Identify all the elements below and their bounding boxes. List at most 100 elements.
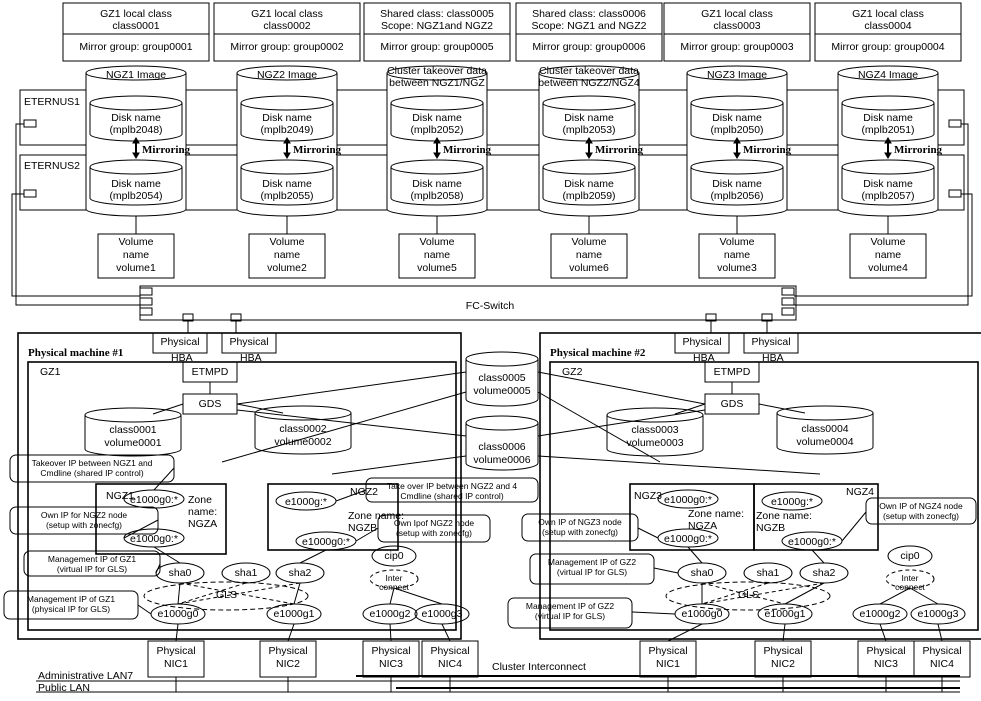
hba-sub-pm1-1: HBA	[240, 352, 262, 364]
sha-label-pm2-2: sha2	[812, 567, 836, 579]
disk2-0-top	[89, 159, 183, 175]
disk1-name-5: Disk name	[863, 112, 913, 124]
mirroring-label-5: Mirroring	[894, 144, 943, 156]
fc-path-r1	[794, 123, 969, 306]
hba-sub-pm1-0: HBA	[171, 352, 193, 364]
nic-label-pm1-2: e1000g2	[369, 608, 411, 620]
phys-nic-a-pm1-0: Physical	[156, 645, 196, 657]
zone-b-nic-a-label-pm1: e1000g:*	[284, 496, 328, 508]
class-id-3: Scope: NGZ1 and NGZ2	[531, 20, 647, 32]
callout-pm2-2-l2: (virtual IP for GLS)	[534, 611, 606, 621]
image-cylinder-4-top	[686, 65, 788, 81]
gz-label-pm2: GZ2	[562, 366, 583, 378]
volume-title-2: Volume	[419, 236, 455, 248]
volume-name-4: volume3	[717, 262, 757, 274]
zone-a-nic-b-label-pm1: e1000g0:*	[130, 533, 178, 545]
shared0-ngz1-link	[221, 391, 467, 463]
storage-port-0	[23, 119, 37, 128]
class-id-2: Scope: NGZ1and NGZ2	[380, 20, 494, 32]
etmpd-label-pm2: ETMPD	[713, 366, 751, 378]
sha1-nic0-pm1	[177, 582, 247, 605]
callout-pm1-3-l2: (physical IP for GLS)	[31, 604, 111, 614]
shared-cyl-1-top	[465, 415, 539, 431]
callout-pm1-1-l1: Own IP for NGZ2 node	[40, 510, 128, 520]
cip-pm2	[887, 545, 933, 567]
volume-title-4: Volume	[719, 236, 755, 248]
disk2-name-3: Disk name	[564, 178, 614, 190]
callout-pm2-3	[865, 497, 977, 525]
disk2-1	[240, 167, 334, 206]
local-cyl-class-pm1-1: class0002	[279, 423, 327, 435]
cip-pm1	[371, 545, 417, 567]
cip-nic2-pm2	[879, 587, 911, 605]
volume-box-0	[97, 233, 175, 279]
class-id-4: class0003	[713, 20, 761, 32]
disk1-id-3: (mplb2053)	[562, 124, 616, 136]
mirroring-label-0: Mirroring	[142, 144, 191, 156]
image-label-5: NGZ4 Image	[857, 69, 919, 81]
callout-pm2-2-l1: Management IP of GZ2	[525, 601, 615, 611]
callout-pm2-2-link	[631, 611, 676, 615]
zone-b-name-pm2-0: Zone name:	[756, 510, 813, 522]
volume-name-label-0: name	[122, 249, 150, 261]
zone-a-ngz-pm1: NGZ1	[106, 490, 135, 502]
disk2-id-1: (mplb2055)	[260, 190, 314, 202]
shared1-ngz2-link	[331, 455, 467, 475]
nic-phys-link-pm1-3	[441, 623, 451, 642]
local-cyl-vol-pm1-0: volume0001	[104, 437, 162, 449]
cip-nic3-pm1	[393, 587, 443, 605]
class-box-5	[814, 2, 962, 62]
local-cyl-pm1-0-top	[84, 407, 182, 423]
interconnect-label-b-pm1: connect	[379, 582, 409, 592]
mirror-group-0: Mirror group: group0001	[79, 41, 193, 53]
volume-box-4	[698, 233, 776, 279]
shared-cyl-1	[465, 423, 539, 471]
local-cyl-pm1-1	[254, 413, 352, 455]
zone-b-ngz-pm1: NGZ2	[350, 486, 379, 498]
volume-box-1	[248, 233, 326, 279]
disk1-1-top	[240, 95, 334, 111]
zone-b-nic-b-label-pm2: e1000g0:*	[788, 536, 836, 548]
image-cylinder-0-top	[85, 65, 187, 81]
callout-pm1-2-l1: Management IP of GZ1	[47, 554, 137, 564]
disk1-id-1: (mplb2049)	[260, 124, 314, 136]
callout-pm2-3-l1: Own IP of NGZ4 node	[879, 501, 963, 511]
gds-label-pm2: GDS	[720, 398, 744, 410]
public-lan-label: Public LAN	[38, 682, 90, 694]
callout-pm1-2	[23, 550, 161, 577]
gz-frame-pm1	[27, 361, 457, 631]
mirror-arrow-down-0	[132, 152, 140, 159]
phys-nic-b-pm2-2: NIC3	[874, 658, 898, 670]
image-cylinder-3-top	[538, 65, 640, 81]
shared-cyl-vol-1: volume0006	[473, 454, 531, 466]
disk1-name-1: Disk name	[262, 112, 312, 124]
class-name-0: GZ1 local class	[100, 8, 172, 20]
sha0-nic0-pm1	[177, 582, 181, 605]
phys-nic-b-pm1-0: NIC1	[164, 658, 188, 670]
fc-port-5	[781, 307, 795, 316]
class-name-1: GZ1 local class	[251, 8, 323, 20]
volume-name-2: volume5	[417, 262, 457, 274]
disk2-id-4: (mplb2056)	[710, 190, 764, 202]
mirror-arrow-down-5	[884, 152, 892, 159]
disk1-0-top	[89, 95, 183, 111]
zone-a-sha-link-pm1	[153, 546, 181, 564]
hba-pm1-0	[152, 332, 208, 354]
image-cylinder-1-top	[236, 65, 338, 81]
zone-b-ngz-pm2: NGZ4	[846, 486, 875, 498]
disk2-4-top	[690, 159, 784, 175]
callout-pm1-3-link	[137, 604, 152, 615]
local-cyl-vol-pm2-0: volume0003	[626, 437, 684, 449]
class-box-2	[363, 2, 511, 62]
class-id-5: class0004	[864, 20, 912, 32]
disk1-2-top	[390, 95, 484, 111]
admin-lan-label: Administrative LAN7	[38, 670, 134, 682]
callout-pm2-0-link	[637, 527, 659, 539]
zone-a-sha-link-pm2	[687, 546, 703, 564]
disk2-2	[390, 167, 484, 206]
callout-pm1-3-l1: Management IP of GZ1	[26, 594, 116, 604]
fc-port-4	[781, 297, 795, 306]
hba-sub-pm2-0: HBA	[693, 352, 715, 364]
nic-phys-link-pm2-0	[667, 623, 703, 642]
shared-cyl-class-1: class0006	[478, 441, 526, 453]
